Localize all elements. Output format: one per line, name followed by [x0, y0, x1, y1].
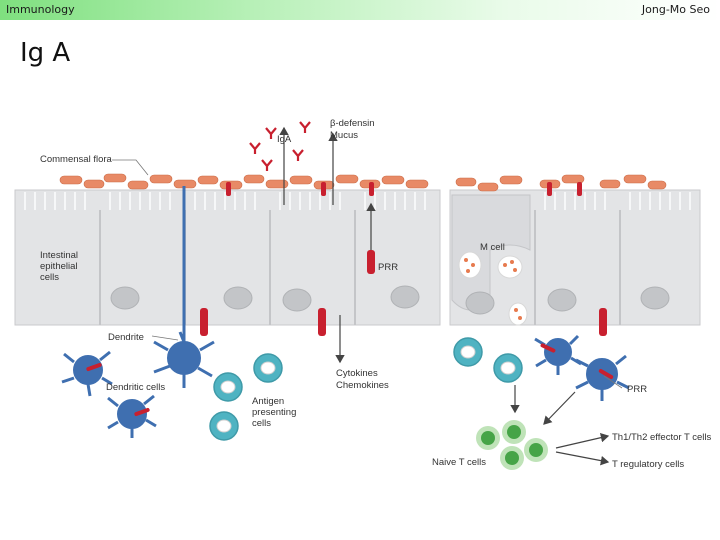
course-name: Immunology [6, 3, 75, 16]
label-iec-line2: epithelial [40, 261, 78, 272]
label-cytokines: Cytokines [336, 368, 378, 379]
author-name: Jong-Mo Seo [641, 3, 710, 16]
label-defensin: β-defensin [330, 118, 375, 129]
label-mucus: Mucus [330, 130, 358, 141]
header-bar: Immunology Jong-Mo Seo [0, 0, 720, 20]
label-dendritic-cells: Dendritic cells [106, 382, 165, 393]
label-t-regulatory: T regulatory cells [612, 459, 684, 470]
slide-title: Ig A [20, 38, 71, 68]
label-th-effector: Th1/Th2 effector T cells [612, 432, 712, 443]
label-m-cell: M cell [480, 242, 505, 253]
mcell-antigens [458, 251, 528, 326]
prr-markers [200, 182, 607, 336]
arrows [279, 126, 610, 466]
label-iec-line3: cells [40, 272, 59, 283]
dendritic-cells [61, 331, 630, 438]
t-cells [476, 420, 548, 470]
label-iec-line1: Intestinal [40, 250, 78, 261]
label-prr-dendritic: PRR [627, 384, 647, 395]
label-commensal-flora: Commensal flora [40, 154, 113, 165]
label-dendrite: Dendrite [108, 332, 144, 343]
label-apc-line2: presenting [252, 407, 296, 418]
label-apc-line1: Antigen [252, 396, 284, 407]
label-iga: IgA [277, 134, 292, 145]
epithelium [14, 189, 701, 326]
label-apc-line3: cells [252, 418, 271, 429]
label-naive-t-cells: Naive T cells [432, 457, 486, 468]
label-prr-epithelium: PRR [378, 262, 398, 273]
iga-molecules [249, 121, 311, 171]
label-chemokines: Chemokines [336, 380, 389, 391]
commensal-bacteria [59, 173, 667, 192]
